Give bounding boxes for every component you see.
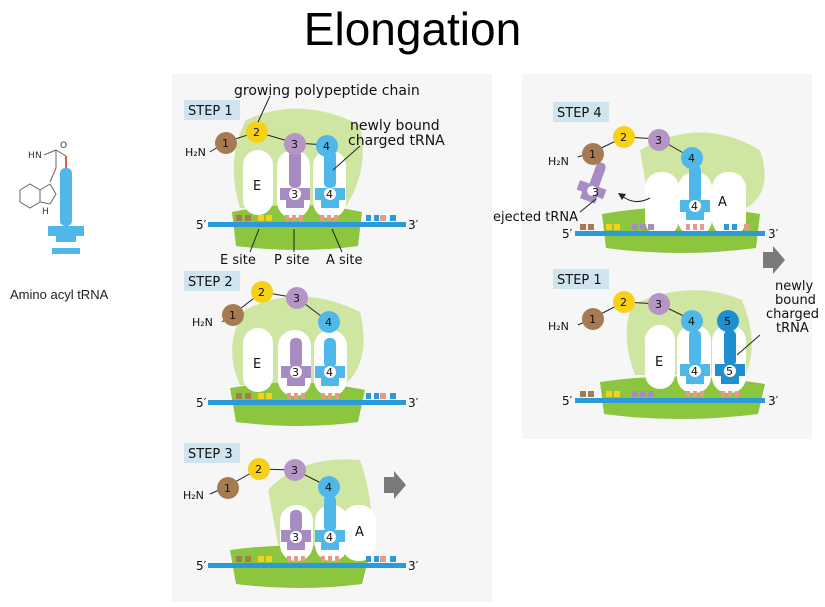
three-prime-label: 3′ <box>768 394 779 408</box>
newly-bound-right-line1: newly <box>775 279 813 294</box>
amine-label: H₂N <box>185 146 206 159</box>
svg-text:H: H <box>42 207 49 217</box>
three-prime-label: 3′ <box>408 559 419 573</box>
svg-text:N: N <box>35 151 42 161</box>
ejected-trna-label: ejected tRNA <box>493 210 578 225</box>
residue-number: 4 <box>691 365 698 378</box>
residue-number: 1 <box>229 309 236 322</box>
p-site-label: P site <box>274 253 309 268</box>
residue-number: 5 <box>726 365 733 378</box>
residue-number: 1 <box>589 313 596 326</box>
residue-number: 4 <box>688 152 695 165</box>
residue-number: 2 <box>620 296 627 309</box>
amine-label: H₂N <box>548 155 569 168</box>
residue-number: 3 <box>291 138 298 151</box>
residue-number: 5 <box>724 315 731 328</box>
newly-bound-right-line2: bound <box>775 293 816 308</box>
residue-number: 1 <box>224 482 231 495</box>
page-title: Elongation <box>303 3 522 55</box>
svg-text:H: H <box>28 151 35 161</box>
svg-text:O: O <box>60 141 67 151</box>
step-label: STEP 4 <box>557 106 602 121</box>
residue-number: 4 <box>326 366 333 379</box>
residue-number: 3 <box>655 298 662 311</box>
five-prime-label: 5′ <box>196 218 207 232</box>
residue-number: 4 <box>691 200 698 213</box>
step-label: STEP 1 <box>188 104 233 119</box>
residue-number: 4 <box>326 531 333 544</box>
residue-number: 2 <box>253 126 260 139</box>
newly-bound-label-line1: newly bound <box>350 118 440 134</box>
step1-right-panel <box>553 269 765 419</box>
three-prime-label: 3′ <box>408 218 419 232</box>
residue-number: 3 <box>592 186 599 199</box>
residue-number: 2 <box>258 286 265 299</box>
residue-number: 2 <box>255 463 262 476</box>
residue-number: 3 <box>292 366 299 379</box>
residue-number: 4 <box>688 315 695 328</box>
a-site-letter: A <box>355 525 364 540</box>
step1-left-panel <box>184 95 406 253</box>
newly-bound-right-line3: charged <box>766 307 819 322</box>
residue-number: 4 <box>326 188 333 201</box>
residue-number: 4 <box>325 316 332 329</box>
residue-number: 2 <box>620 131 627 144</box>
newly-bound-right-line4: tRNA <box>776 321 809 336</box>
amino-acyl-trna-label: Amino acyl tRNA <box>10 287 109 302</box>
residue-number: 3 <box>291 188 298 201</box>
e-site-letter: E <box>253 357 261 372</box>
three-prime-label: 3′ <box>408 396 419 410</box>
residue-number: 3 <box>291 464 298 477</box>
residue-number: 3 <box>293 292 300 305</box>
step2-left-panel <box>184 271 406 426</box>
step-label: STEP 2 <box>188 275 233 290</box>
residue-number: 3 <box>655 134 662 147</box>
amine-label: H₂N <box>192 316 213 329</box>
five-prime-label: 5′ <box>562 227 573 241</box>
amine-label: H₂N <box>548 320 569 333</box>
step-arrow-right <box>763 246 785 274</box>
three-prime-label: 3′ <box>768 227 779 241</box>
growing-chain-label: growing polypeptide chain <box>234 83 420 99</box>
step3-left-panel <box>184 443 406 588</box>
residue-number: 4 <box>325 481 332 494</box>
a-site-label: A site <box>326 253 363 268</box>
step-label: STEP 1 <box>557 273 602 288</box>
text-labels: STEP 1 STEP 2 STEP 3 STEP 4 STEP 1 growi… <box>183 83 819 573</box>
a-site-letter: A <box>718 195 727 210</box>
residue-number: 1 <box>589 148 596 161</box>
five-prime-label: 5′ <box>196 559 207 573</box>
residue-number: 4 <box>323 140 330 153</box>
five-prime-label: 5′ <box>196 396 207 410</box>
e-site-letter: E <box>655 355 663 370</box>
five-prime-label: 5′ <box>562 394 573 408</box>
step-label: STEP 3 <box>188 447 233 462</box>
step4-right-panel <box>553 102 765 253</box>
residue-number: 3 <box>292 531 299 544</box>
newly-bound-label-line2: charged tRNA <box>348 133 445 149</box>
e-site-label: E site <box>220 253 256 268</box>
amine-label: H₂N <box>183 489 204 502</box>
e-site-letter: E <box>253 179 261 194</box>
residue-number: 1 <box>222 137 229 150</box>
